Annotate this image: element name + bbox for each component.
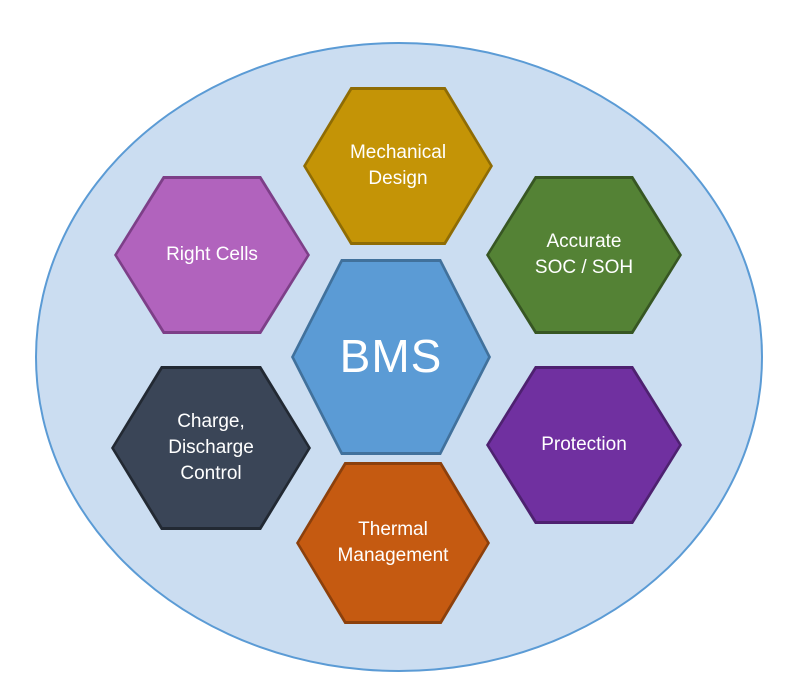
hexagon-fill xyxy=(489,369,679,521)
hexagon-fill xyxy=(114,369,308,527)
hexagon-bms-center: BMS xyxy=(291,259,491,455)
hexagon-thermal-management: Thermal Management xyxy=(296,462,490,624)
hexagon-accurate-soc-soh: Accurate SOC / SOH xyxy=(486,176,682,334)
hexagon-protection: Protection xyxy=(486,366,682,524)
hexagon-charge-discharge-control: Charge, Discharge Control xyxy=(111,366,311,530)
hexagon-label-accurate-soc-soh: Accurate SOC / SOH xyxy=(534,230,634,278)
hexagon-fill xyxy=(299,465,487,621)
hexagon-label-mechanical-design: Mechanical Design xyxy=(349,141,447,189)
hexagon-fill xyxy=(294,262,488,452)
hexagon-label-protection: Protection xyxy=(541,433,627,455)
hexagon-label-charge-discharge-control: Charge, Discharge Control xyxy=(168,410,254,485)
hexagon-fill xyxy=(489,179,679,331)
hexagon-label-right-cells: Right Cells xyxy=(166,243,258,265)
hexagon-label-thermal-management: Thermal Management xyxy=(337,518,449,566)
hexagon-label-bms: BMS xyxy=(339,330,443,383)
